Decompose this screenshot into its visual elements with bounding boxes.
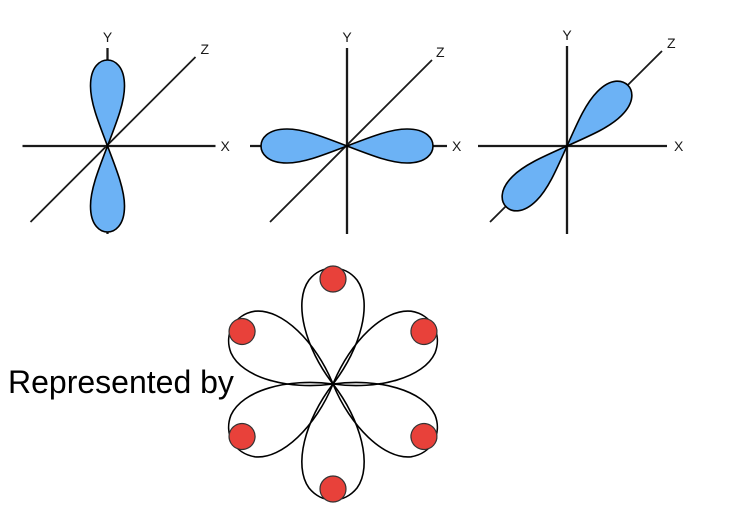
z-axis-label: Z <box>667 35 676 51</box>
flower-petal-group <box>331 310 439 387</box>
p-orbital-diagram-x: X Y Z <box>250 29 462 234</box>
y-axis-label: Y <box>562 27 572 43</box>
electron-dot <box>228 317 256 346</box>
p-orbital-diagram-y: X Y Z <box>22 29 231 234</box>
flower-diagram <box>227 265 439 503</box>
z-axis-label: Z <box>201 41 210 57</box>
x-axis-label: X <box>674 138 684 154</box>
orbital-lobe-down <box>89 143 126 233</box>
electron-dot <box>319 265 347 293</box>
caption-represented-by: Represented by <box>8 364 234 400</box>
orbital-lobe-lower-left <box>501 144 569 212</box>
orbital-lobe-upper-right <box>565 80 633 148</box>
y-axis-label: Y <box>103 29 113 45</box>
flower-petal-group <box>301 265 365 386</box>
orbital-lobe-left <box>260 128 350 164</box>
z-axis-line <box>29 56 197 223</box>
electron-dot <box>228 422 256 451</box>
electron-dot <box>319 475 347 503</box>
flower-petal-group <box>331 381 439 458</box>
z-axis-label: Z <box>436 44 445 60</box>
z-axis-line <box>269 59 433 223</box>
orbital-lobe-up <box>89 59 126 149</box>
p-orbital-diagram-z: X Y Z <box>478 27 684 234</box>
y-axis-label: Y <box>342 29 352 45</box>
flower-petal-group <box>301 382 365 503</box>
electron-dot <box>410 422 438 451</box>
x-axis-label: X <box>452 138 462 154</box>
electron-dot <box>410 317 438 346</box>
x-axis-label: X <box>221 138 231 154</box>
flower-petal-group <box>227 310 335 387</box>
orbital-lobe-right <box>344 128 434 164</box>
flower-petal-group <box>227 381 335 458</box>
